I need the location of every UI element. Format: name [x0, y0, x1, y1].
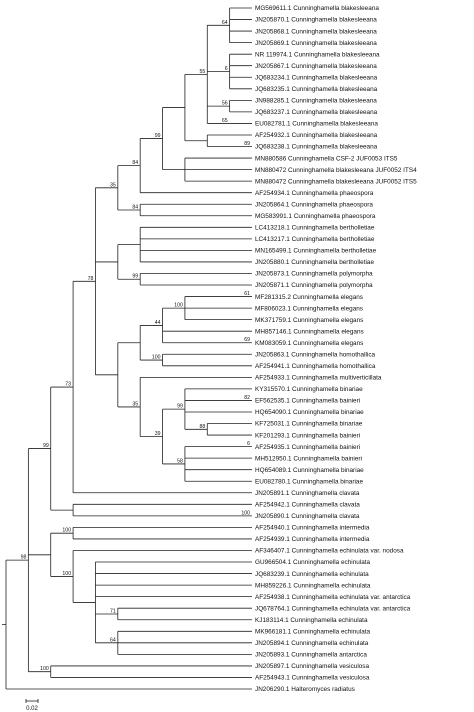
taxon-label: AF346407.1 Cunninghamella echinulata var… — [255, 548, 404, 555]
bootstrap-value: 35 — [110, 182, 116, 188]
taxon-label: MG569611.1 Cunninghamella blakesleeana — [255, 5, 379, 12]
bootstrap-value: 58 — [177, 458, 183, 464]
taxon-label: JN205871.1 Cunninghamella polymorpha — [255, 282, 373, 289]
taxon-label: AF254940.1 Cunninghamella intermedia — [255, 525, 370, 532]
taxon-label: JN205893.1 Cunninghamella antarctica — [255, 652, 367, 659]
taxon-label: EF562535.1 Cunninghamella bainieri — [255, 398, 360, 405]
taxon-label: AF254932.1 Cunninghamella blakesleeana — [255, 132, 378, 139]
bootstrap-value: 100 — [62, 571, 71, 577]
bootstrap-value: 35 — [132, 401, 138, 407]
taxon-label: EU082781.1 Cunninghamella blakesleeana — [255, 121, 378, 128]
taxon-label: LC413218.1 Cunninghamella bertholletiae — [255, 225, 375, 232]
taxon-label: MN165499.1 Cunninghamella bertholletiae — [255, 248, 377, 255]
taxon-label: MN880472 Cunninghamella blakesleeana JUF… — [255, 167, 417, 174]
bootstrap-value: 100 — [152, 355, 161, 361]
taxon-label: MN880472 Cunninghamella blakesleeana JUF… — [255, 178, 417, 185]
taxon-label: JN205863.1 Cunninghamella homothallica — [255, 351, 376, 358]
taxon-label: AF254942.1 Cunninghamella clavata — [255, 502, 360, 509]
taxon-label: MK371759.1 Cunninghamella elegans — [255, 317, 363, 324]
bootstrap-value: 99 — [43, 443, 49, 449]
bootstrap-value: 98 — [21, 555, 27, 561]
taxon-label: AF254934.1 Cunninghamella phaeospora — [255, 190, 374, 197]
bootstrap-value: 6 — [225, 66, 228, 72]
taxon-label: NR 119974.1 Cunninghamella blakesleeana — [255, 51, 380, 58]
taxon-label: KJ183114.1 Cunninghamella echinulata — [255, 617, 368, 624]
bootstrap-value: 78 — [88, 276, 94, 282]
bootstrap-value: 64 — [222, 20, 228, 26]
bootstrap-value: 55 — [199, 69, 205, 75]
taxon-label: JN205880.1 Cunninghamella bertholletiae — [255, 259, 374, 266]
bootstrap-value: 71 — [110, 608, 116, 614]
taxon-label: MH857146.1 Cunninghamella elegans — [255, 328, 364, 335]
bootstrap-value: 89 — [244, 141, 250, 147]
bootstrap-value: 99 — [155, 133, 161, 139]
taxon-label: MF281315.2 Cunninghamella elegans — [255, 294, 363, 301]
bootstrap-value: 39 — [155, 431, 161, 437]
taxon-label: JN205864.1 Cunninghamella phaeospora — [255, 201, 373, 208]
taxon-label: AF254938.1 Cunninghamella echinulata var… — [255, 594, 411, 601]
taxon-label: JN205890.1 Cunninghamella clavata — [255, 513, 360, 520]
taxon-label: JN205870.1 Cunninghamella blakesleeana — [255, 17, 377, 24]
taxon-label: AF254933.1 Cunninghamella multiverticill… — [255, 375, 382, 382]
taxon-label: JN988285.1 Cunninghamella blakesleeana — [255, 98, 377, 105]
taxon-label: JQ683237.1 Cunninghamella blakesleeana — [255, 109, 378, 116]
taxon-label: MH859226.1 Cunninghamella echinulata — [255, 582, 371, 589]
taxon-label: EU082780.1 Cunninghamella binariae — [255, 478, 363, 485]
bootstrap-value: 69 — [244, 337, 250, 343]
taxon-label: JQ683234.1 Cunninghamella blakesleeana — [255, 74, 378, 81]
taxon-label: JN206290.1 Halteromyces radiatus — [255, 686, 355, 693]
bootstrap-value: 100 — [241, 510, 250, 516]
taxon-label: JN205867.1 Cunninghamella blakesleeana — [255, 63, 377, 70]
scale-bar-label: 0.02 — [26, 706, 38, 712]
taxon-label: HQ654090.1 Cunninghamella binariae — [255, 409, 364, 416]
taxon-label: MK966181.1 Cunninghamella echinulata — [255, 628, 371, 635]
bootstrap-value: 99 — [177, 404, 183, 410]
taxon-label: JQ678764.1 Cunninghamella echinulata var… — [255, 605, 411, 612]
taxon-label: KY315570.1 Cunninghamella binariae — [255, 386, 363, 393]
taxon-label: KF725031.1 Cunninghamella binariae — [255, 421, 363, 428]
bootstrap-value: 100 — [174, 303, 183, 309]
bootstrap-value: 65 — [222, 118, 228, 124]
taxon-label: JN205897.1 Cunninghamella vesiculosa — [255, 663, 369, 670]
taxon-label: JQ683239.1 Cunninghamella echinulata — [255, 571, 369, 578]
taxon-label: JQ683238.1 Cunninghamella blakesleeana — [255, 144, 378, 151]
bootstrap-value: 64 — [110, 637, 116, 643]
bootstrap-value: 61 — [244, 291, 250, 297]
taxon-label: JN205891.1 Cunninghamella clavata — [255, 490, 360, 497]
bootstrap-value: 100 — [40, 666, 49, 672]
bootstrap-value: 84 — [132, 204, 138, 210]
taxon-label: KM083059.1 Cunninghamella elegans — [255, 340, 363, 347]
taxon-label: AF254941.1 Cunninghamella homothallica — [255, 363, 376, 370]
bootstrap-value: 82 — [244, 395, 250, 401]
taxon-label: MN880586 Cunninghamella CSF-2 JUF0053 IT… — [255, 155, 398, 162]
bootstrap-value: 84 — [132, 160, 138, 166]
bootstrap-value: 44 — [155, 320, 161, 326]
bootstrap-value: 56 — [222, 101, 228, 107]
taxon-label: HQ654089.1 Cunninghamella binariae — [255, 467, 364, 474]
bootstrap-value: 88 — [199, 424, 205, 430]
taxon-label: MG583991.1 Cunninghamella phaeospora — [255, 213, 376, 220]
bootstrap-value: 99 — [132, 274, 138, 280]
taxon-label: JN205869.1 Cunninghamella blakesleeana — [255, 40, 377, 47]
taxon-label: AF254935.1 Cunninghamella bainieri — [255, 444, 360, 451]
taxon-label: GU966504.1 Cunninghamella echinulata — [255, 559, 371, 566]
taxon-label: JN205894.1 Cunninghamella echinulata — [255, 640, 369, 647]
taxon-label: LC413217.1 Cunninghamella bertholletiae — [255, 236, 375, 243]
taxon-label: AF254943.1 Cunninghamella vesiculosa — [255, 675, 370, 682]
taxon-label: MH512950.1 Cunninghamella bainieri — [255, 455, 362, 462]
bootstrap-value: 100 — [62, 528, 71, 534]
taxon-label: JN205873.1 Cunninghamella polymorpha — [255, 271, 373, 278]
taxon-label: JQ683235.1 Cunninghamella blakesleeana — [255, 86, 378, 93]
bootstrap-value: 73 — [65, 382, 71, 388]
bootstrap-value: 6 — [247, 441, 250, 447]
taxon-label: AF254939.1 Cunninghamella intermedia — [255, 536, 370, 543]
taxon-label: MF806023.1 Cunninghamella elegans — [255, 305, 363, 312]
taxon-label: JN205868.1 Cunninghamella blakesleeana — [255, 28, 377, 35]
taxon-label: KF201293.1 Cunninghamella bainieri — [255, 432, 360, 439]
